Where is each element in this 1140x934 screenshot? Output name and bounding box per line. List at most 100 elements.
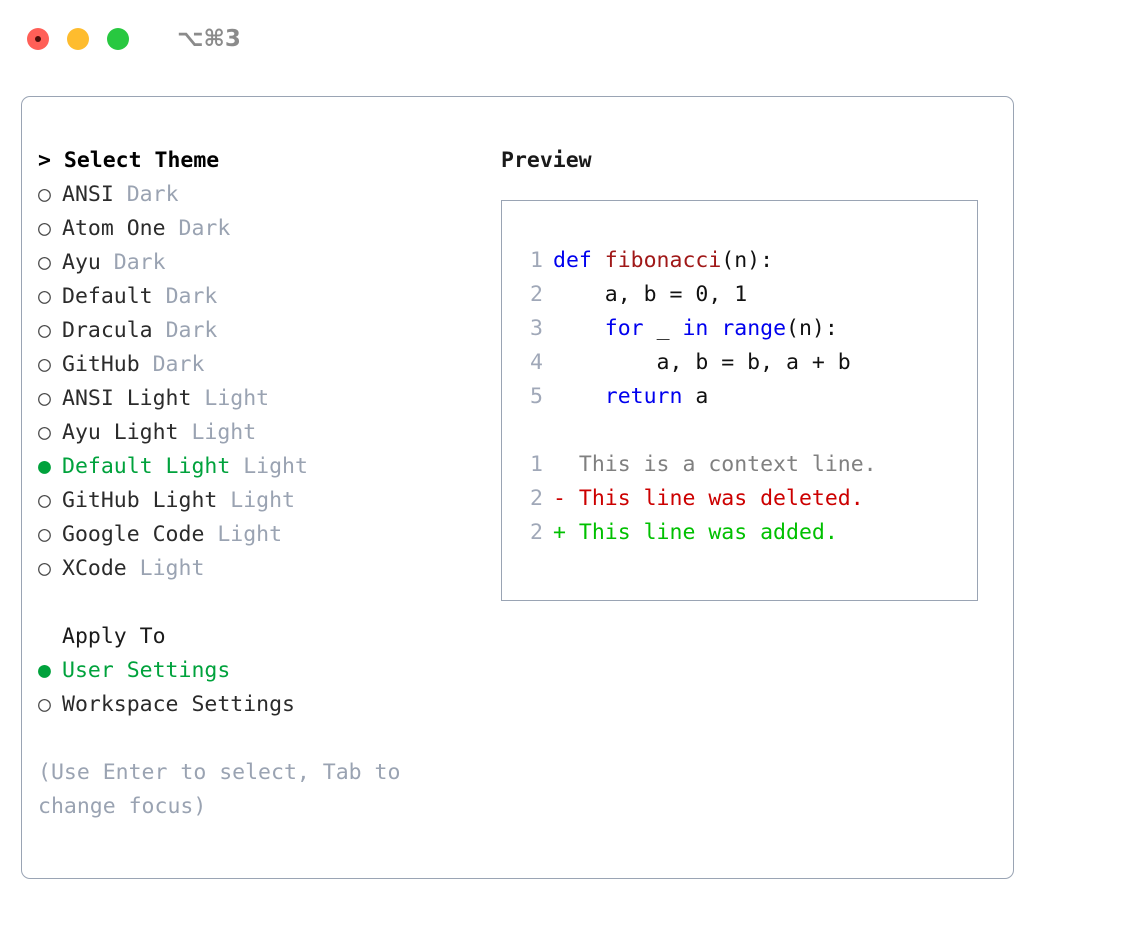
- theme-variant-tag: Dark: [152, 352, 205, 377]
- code-token: in: [682, 316, 709, 341]
- apply-to-item[interactable]: ● User Settings: [38, 654, 478, 688]
- radio-unselected-icon: ○: [38, 692, 51, 717]
- code-token: range: [721, 316, 787, 341]
- code-line: 5 return a: [517, 380, 877, 414]
- zoom-window-button[interactable]: [107, 28, 129, 50]
- diff-line-text: - This line was deleted.: [553, 486, 864, 511]
- code-token: [708, 316, 721, 341]
- code-line-number: 2: [530, 282, 543, 307]
- theme-name-label: GitHub: [62, 352, 153, 377]
- theme-list-item[interactable]: ○ Atom One Dark: [38, 212, 478, 246]
- code-token: _: [643, 316, 683, 341]
- theme-list: ○ANSI Dark○Atom One Dark○Ayu Dark○Defaul…: [38, 178, 478, 586]
- theme-name-label: XCode: [62, 556, 140, 581]
- theme-name-label: GitHub Light: [62, 488, 231, 513]
- panel-columns: > Select Theme ○ANSI Dark○Atom One Dark○…: [22, 97, 1013, 878]
- hint-spacer: [38, 722, 478, 756]
- code-line-number: 1: [530, 248, 543, 273]
- theme-name-label: ANSI Light: [62, 386, 205, 411]
- apply-to-item[interactable]: ○ Workspace Settings: [38, 688, 478, 722]
- theme-list-item[interactable]: ● Default Light Light: [38, 450, 478, 484]
- code-token: (n):: [721, 248, 774, 273]
- radio-selected-icon: ●: [38, 658, 51, 683]
- code-token: a, b = b, a + b: [553, 350, 851, 375]
- radio-unselected-icon: ○: [38, 284, 51, 309]
- theme-list-item[interactable]: ○ GitHub Dark: [38, 348, 478, 382]
- radio-unselected-icon: ○: [38, 556, 51, 581]
- theme-variant-tag: Dark: [178, 216, 231, 241]
- code-line: 2 a, b = 0, 1: [517, 278, 877, 312]
- theme-name-label: Default: [62, 284, 166, 309]
- diff-line-text: This is a context line.: [553, 452, 877, 477]
- code-token: (n):: [786, 316, 838, 341]
- select-theme-header: > Select Theme: [38, 148, 220, 173]
- theme-list-item[interactable]: ○ XCode Light: [38, 552, 478, 586]
- code-token: return: [604, 384, 683, 409]
- code-line-number: 3: [530, 316, 543, 341]
- code-token: for: [604, 316, 644, 341]
- theme-list-item[interactable]: ○ Google Code Light: [38, 518, 478, 552]
- theme-name-label: Google Code: [62, 522, 218, 547]
- theme-variant-tag: Light: [230, 488, 296, 513]
- theme-list-item[interactable]: ○ ANSI Dark: [38, 178, 478, 212]
- theme-list-item[interactable]: ○Ayu Light Light: [38, 416, 478, 450]
- diff-line: 2 + This line was added.: [517, 516, 877, 550]
- theme-list-item[interactable]: ○ GitHub Light Light: [38, 484, 478, 518]
- theme-variant-tag: Light: [217, 522, 283, 547]
- code-token: a, b = 0, 1: [553, 282, 748, 307]
- theme-variant-tag: Light: [139, 556, 205, 581]
- apply-to-label: User Settings: [62, 658, 231, 683]
- diff-line-number: 2: [530, 486, 543, 511]
- radio-selected-icon: ●: [38, 454, 51, 479]
- code-token: [553, 316, 605, 341]
- window-titlebar: ⌥⌘3: [0, 0, 1140, 78]
- theme-variant-tag: Light: [243, 454, 308, 479]
- radio-unselected-icon: ○: [38, 386, 51, 411]
- list-spacer: [38, 586, 478, 620]
- code-line: 4 a, b = b, a + b: [517, 346, 877, 380]
- theme-variant-tag: Dark: [113, 250, 166, 275]
- close-window-button[interactable]: [27, 28, 49, 50]
- radio-unselected-icon: ○: [38, 250, 51, 275]
- code-diff-separator: [517, 414, 877, 448]
- theme-name-label: Atom One: [62, 216, 179, 241]
- code-token: [553, 384, 605, 409]
- radio-unselected-icon: ○: [38, 522, 51, 547]
- code-token: fibonacci: [604, 248, 722, 273]
- radio-unselected-icon: ○: [38, 182, 51, 207]
- theme-picker-panel: > Select Theme ○ANSI Dark○Atom One Dark○…: [21, 96, 1014, 879]
- minimize-window-button[interactable]: [67, 28, 89, 50]
- diff-line-text: + This line was added.: [553, 520, 838, 545]
- theme-name-label: ANSI: [62, 182, 127, 207]
- theme-name-label: Dracula: [62, 318, 166, 343]
- theme-variant-tag: Dark: [165, 318, 218, 343]
- diff-line-number: 2: [530, 520, 543, 545]
- radio-unselected-icon: ○: [38, 352, 51, 377]
- theme-list-item[interactable]: ○Ayu Dark: [38, 246, 478, 280]
- theme-list-item[interactable]: ○ Dracula Dark: [38, 314, 478, 348]
- theme-name-label: Default Light: [62, 454, 244, 479]
- theme-list-item[interactable]: ○ ANSI Light Light: [38, 382, 478, 416]
- theme-list-item[interactable]: ○ Default Dark: [38, 280, 478, 314]
- apply-to-label: Workspace Settings: [62, 692, 295, 717]
- diff-line: 1 This is a context line.: [517, 448, 877, 482]
- preview-title: Preview: [501, 148, 592, 173]
- theme-variant-tag: Light: [204, 386, 270, 411]
- theme-variant-tag: Light: [191, 420, 257, 445]
- diff-line-number: 1: [530, 452, 543, 477]
- code-line-number: 5: [530, 384, 543, 409]
- radio-unselected-icon: ○: [38, 318, 51, 343]
- radio-unselected-icon: ○: [38, 216, 51, 241]
- theme-variant-tag: Dark: [126, 182, 179, 207]
- keyboard-hint-text: (Use Enter to select, Tab to change focu…: [38, 760, 401, 819]
- radio-unselected-icon: ○: [38, 488, 51, 513]
- apply-to-list: ● User Settings ○ Workspace Settings: [38, 654, 478, 722]
- radio-unselected-icon: ○: [38, 420, 51, 445]
- theme-variant-tag: Dark: [165, 284, 218, 309]
- code-token: a: [682, 384, 709, 409]
